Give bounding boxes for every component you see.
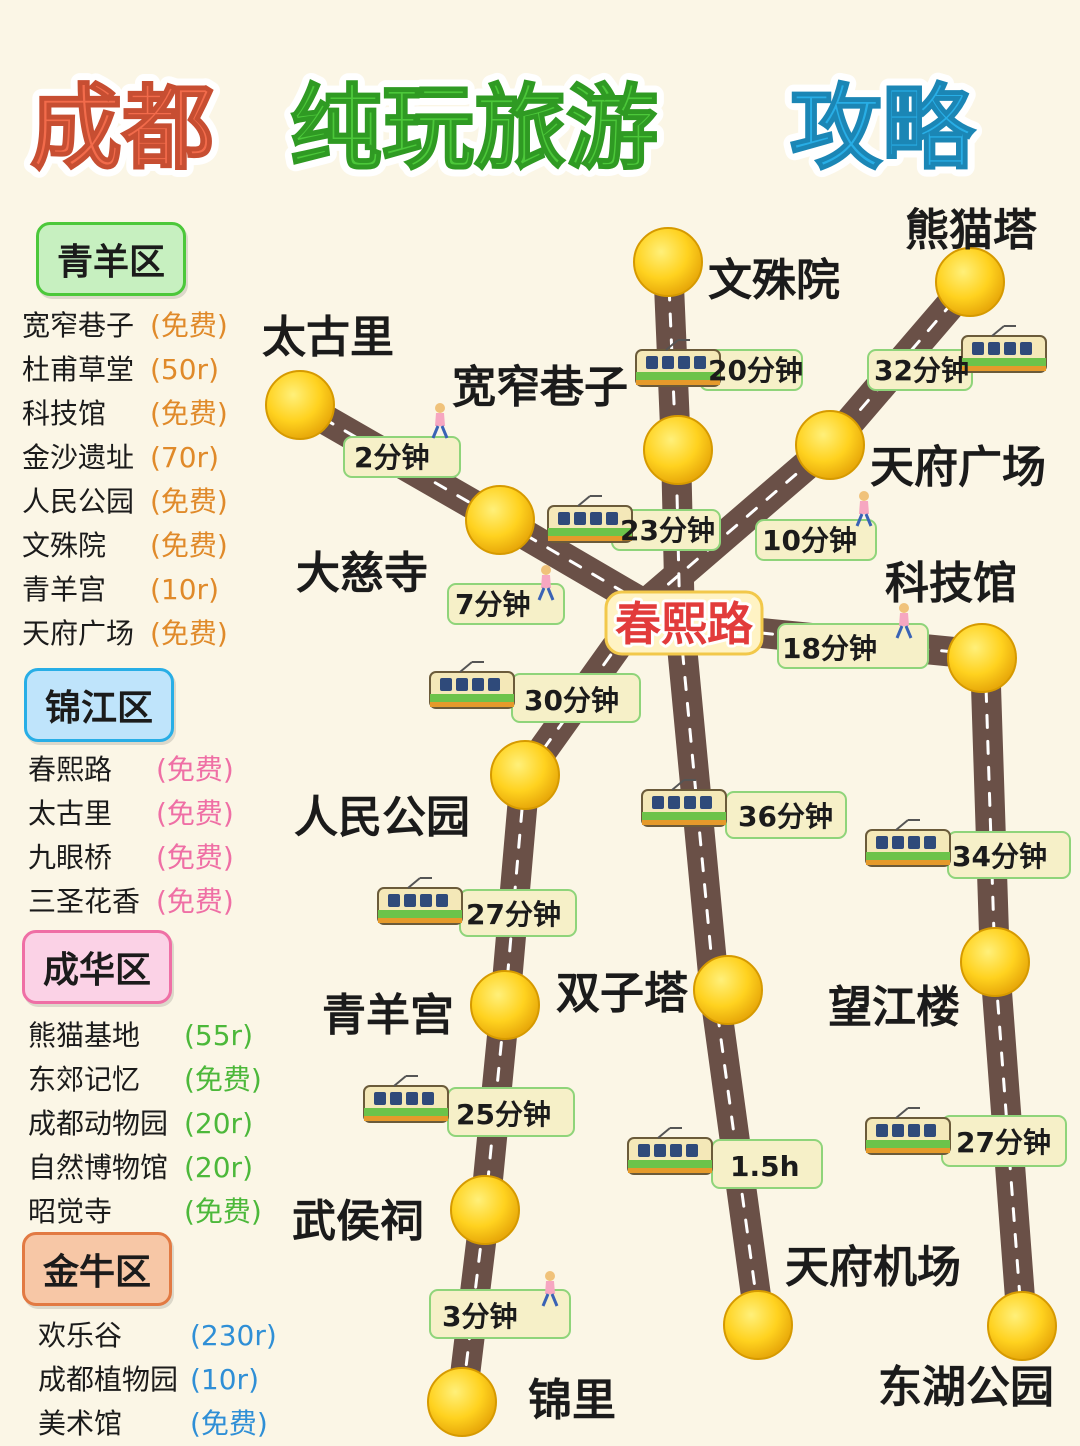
leg-time: 32分钟 (874, 354, 969, 387)
title-part-2: 纯玩旅游 (290, 75, 658, 182)
leg-time: 1.5h (730, 1150, 800, 1183)
station-node (450, 1175, 520, 1245)
district-title: 金牛区 (22, 1232, 173, 1306)
station-label: 天府机场 (785, 1242, 961, 1293)
list-item: 科技馆(免费) (22, 397, 228, 430)
station-label: 太古里 (262, 312, 394, 363)
station-node (633, 227, 703, 297)
station-label: 人民公园 (294, 792, 470, 843)
station-node (987, 1291, 1057, 1361)
station-node (947, 623, 1017, 693)
list-item: 杜甫草堂(50r) (22, 353, 219, 386)
leg-time: 7分钟 (455, 588, 530, 621)
leg-time: 34分钟 (952, 840, 1047, 873)
list-item: 人民公园(免费) (22, 485, 228, 518)
station-label: 东湖公园 (878, 1362, 1054, 1413)
station-label: 宽窄巷子 (452, 362, 628, 413)
station-node (465, 485, 535, 555)
station-label: 青羊宫 (322, 990, 454, 1041)
tram-icon (363, 1075, 449, 1123)
leg-time: 2分钟 (354, 441, 429, 474)
station-node (470, 970, 540, 1040)
list-item: 成都动物园(20r) (28, 1107, 253, 1140)
tram-icon (961, 325, 1047, 373)
station-label: 大慈寺 (296, 548, 428, 599)
station-node (723, 1290, 793, 1360)
leg-time: 30分钟 (524, 684, 619, 717)
tram-icon (865, 1107, 951, 1155)
list-item: 昭觉寺(免费) (28, 1195, 262, 1228)
station-label: 望江楼 (828, 982, 960, 1033)
center-label-outline: 春熙路 (615, 597, 754, 651)
title-part-3: 攻略 (790, 75, 976, 182)
list-item: 太古里(免费) (28, 797, 234, 830)
page-title: 成都 成都 纯玩旅游 纯玩旅游 攻略 攻略 (22, 67, 984, 190)
list-item: 自然博物馆(20r) (28, 1151, 253, 1184)
district-title: 成华区 (22, 930, 173, 1004)
leg-time: 3分钟 (442, 1300, 517, 1333)
station-node (960, 927, 1030, 997)
list-item: 春熙路(免费) (28, 753, 234, 786)
center-label: 春熙路 (615, 597, 754, 651)
list-item: 天府广场(免费) (22, 617, 228, 650)
list-item: 成都植物园(10r) (38, 1363, 259, 1396)
list-item: 欢乐谷(230r) (38, 1319, 277, 1352)
station-node (265, 370, 335, 440)
list-item: 金沙遗址(70r) (22, 441, 219, 474)
list-item: 三圣花香(免费) (28, 885, 234, 918)
leg-time: 10分钟 (762, 524, 857, 557)
district-title: 青羊区 (36, 222, 187, 296)
district-jinjiang: 锦江区 春熙路(免费) 太古里(免费) 九眼桥(免费) 三圣花香(免费) (22, 668, 234, 924)
title-part-1: 成都 (30, 75, 214, 182)
station-label: 科技馆 (885, 558, 1017, 609)
station-label: 文殊院 (708, 255, 840, 306)
station-node (693, 955, 763, 1025)
district-jinniu: 金牛区 欢乐谷(230r) 成都植物园(10r) 美术馆(免费) (22, 1232, 277, 1446)
center-hub: 春熙路 春熙路 (604, 590, 764, 656)
leg-time: 20分钟 (708, 354, 803, 387)
leg-time: 18分钟 (782, 632, 877, 665)
list-item: 熊猫基地(55r) (28, 1019, 253, 1052)
station-label: 天府广场 (870, 442, 1046, 493)
station-node (490, 740, 560, 810)
leg-time: 27分钟 (956, 1126, 1051, 1159)
title-outline-1: 成都 (30, 75, 214, 182)
tram-icon (377, 877, 463, 925)
station-label: 双子塔 (556, 968, 689, 1019)
tram-icon (865, 819, 951, 867)
station-label: 武侯祠 (292, 1196, 424, 1247)
list-item: 青羊宫(10r) (22, 573, 219, 606)
leg-time: 23分钟 (620, 514, 715, 547)
station-node (427, 1367, 497, 1437)
tram-icon (627, 1127, 713, 1175)
station-label: 锦里 (528, 1375, 616, 1426)
district-title: 锦江区 (24, 668, 175, 742)
leg-time: 27分钟 (466, 898, 561, 931)
title-outline-2: 纯玩旅游 (290, 75, 658, 182)
district-chenghua: 成华区 熊猫基地(55r) 东郊记忆(免费) 成都动物园(20r) 自然博物馆(… (22, 930, 262, 1234)
title-outline-3: 攻略 (790, 75, 976, 182)
list-item: 美术馆(免费) (38, 1407, 268, 1440)
district-qingyang: 青羊区 宽窄巷子(免费) 杜甫草堂(50r) 科技馆(免费) 金沙遗址(70r)… (22, 222, 228, 656)
walker-icon (431, 401, 449, 440)
list-item: 文殊院(免费) (22, 529, 228, 562)
station-node (795, 410, 865, 480)
list-item: 宽窄巷子(免费) (22, 309, 228, 342)
leg-time: 36分钟 (738, 800, 833, 833)
list-item: 东郊记忆(免费) (28, 1063, 262, 1096)
list-item: 九眼桥(免费) (28, 841, 234, 874)
leg-time: 25分钟 (456, 1098, 551, 1131)
station-node (935, 247, 1005, 317)
station-label: 熊猫塔 (905, 205, 1038, 256)
station-node (643, 415, 713, 485)
tram-icon (429, 661, 515, 709)
